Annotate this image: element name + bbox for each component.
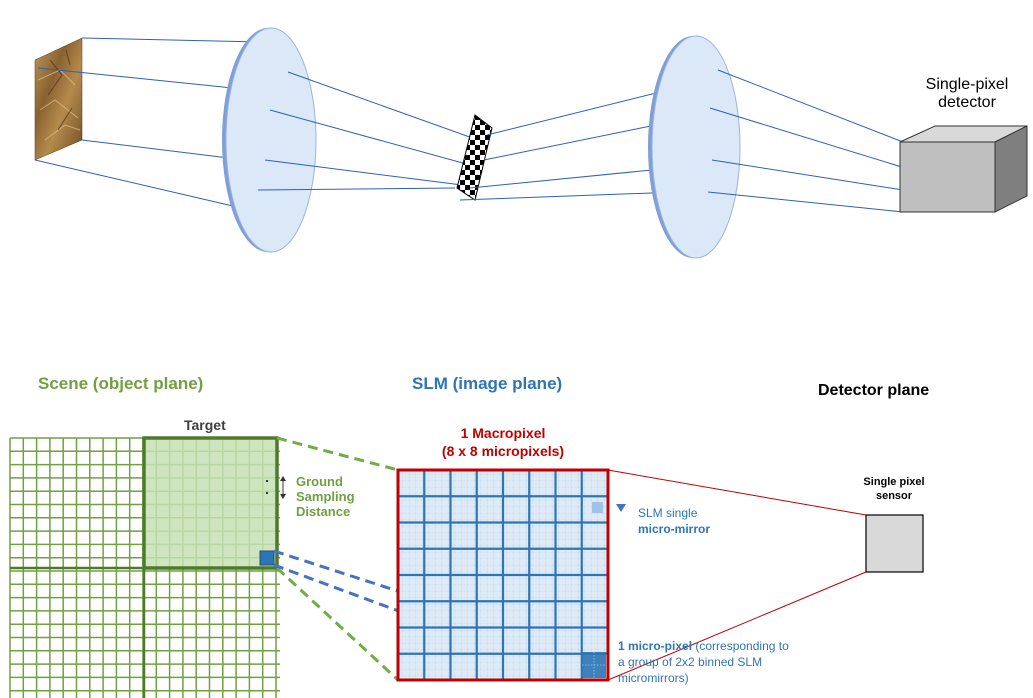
rays-lens1-to-slm [257,71,479,191]
slm-checkerboard [456,114,493,201]
macropixel-to-sensor-lines [607,469,867,681]
micromirror-label-line1: SLM single [638,506,698,520]
single-pixel-sensor [865,514,924,573]
scene-micropixel-marker [259,550,275,566]
lens-1 [222,27,317,253]
gsd-label: Ground Sampling Distance [296,474,355,519]
detector-label-line1: Single-pixel [925,76,1009,93]
detector-label: Single-pixel detector [912,76,1022,112]
target-area [144,438,277,568]
sensor-label-line2: sensor [875,490,913,502]
slm-micropixel-grid [398,470,608,680]
macropixel-label: 1 Macropixel (8 x 8 micropixels) [398,424,608,460]
micromirror-pointer-icon [616,504,626,512]
gsd-label-line3: Distance [296,504,351,519]
rays-lens2-to-detector [707,69,906,213]
target-border [142,436,279,570]
macropixel-border [396,468,610,682]
slm-highlighted-micropixel [582,652,606,678]
slm-single-micromirror [592,502,603,513]
slm-title: SLM (image plane) [412,374,563,393]
detector-plane-title: Detector plane [818,382,930,399]
single-pixel-detector-box [899,125,1028,213]
target-label: Target [184,417,226,433]
rays-scene-to-lens1 [34,37,259,211]
lens-2 [648,35,741,259]
scene-title: Scene (object plane) [38,374,204,393]
micropixel-label-line2: a group of 2x2 binned SLM [618,655,763,669]
micropixel-label: 1 micro-pixel (corresponding to a group … [618,638,789,686]
macropixel-label-line1: 1 Macropixel [460,425,546,441]
micropixel-label-rest: (corresponding to [692,639,789,653]
target-to-macropixel-lines [275,436,400,682]
micropixel-label-bold: 1 micro-pixel [618,639,693,653]
sensor-label-line1: Single pixel [863,476,925,488]
micromirror-label: SLM single micro-mirror [638,505,710,537]
macropixel-label-line2: (8 x 8 micropixels) [441,443,565,459]
detector-label-line2: detector [938,94,996,111]
gsd-label-line2: Sampling [296,489,355,504]
micropixel-label-line3: micromirrors) [618,671,689,685]
micromirror-label-line2: micro-mirror [638,522,711,536]
gsd-label-line1: Ground [296,474,343,489]
sensor-label: Single pixel sensor [844,475,944,503]
gsd-marker [266,476,286,499]
scene-texture [34,37,83,161]
